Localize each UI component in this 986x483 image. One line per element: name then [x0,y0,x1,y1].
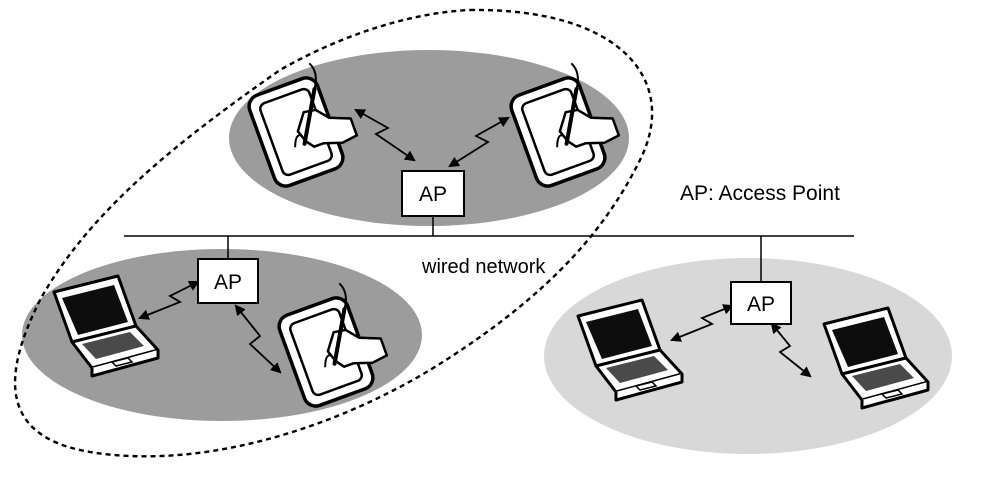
access-point-right: AP [730,281,792,325]
wireless-link-icon [669,304,735,342]
access-point-label: AP [747,293,775,316]
legend-caption: AP: Access Point [680,182,840,205]
wireless-link-icon [770,322,812,378]
access-point-label: AP [214,271,242,294]
wired-network-label: wired network [421,256,546,278]
wireless-link-icon [448,116,510,168]
wireless-link-icon [234,304,282,374]
access-point-left: AP [197,258,259,304]
access-point-top: AP [401,170,465,217]
wireless-link-icon [137,281,200,320]
wireless-link-icon [354,108,416,162]
access-point-label: AP [419,183,447,206]
